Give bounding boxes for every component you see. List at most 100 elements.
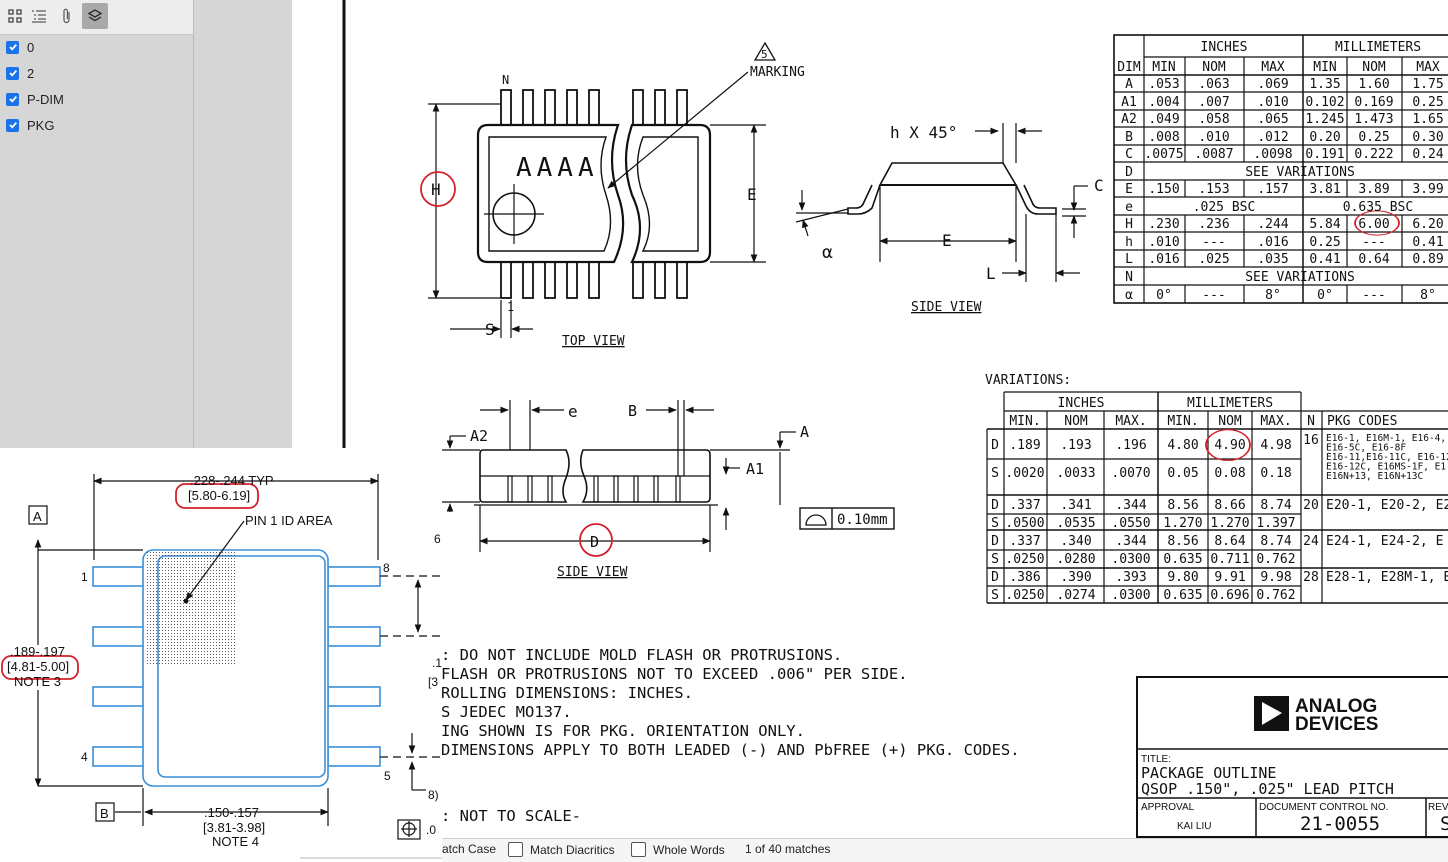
b-label: B <box>628 402 637 420</box>
dim-table-cell: .007 <box>1198 95 1229 110</box>
var-table-cell: 8.74 <box>1260 498 1291 513</box>
pkg-code-line: E28-1, E28M-1, E <box>1326 570 1448 585</box>
dim-table-header: MIN <box>1313 60 1336 75</box>
dim-table-cell: D <box>1125 165 1133 180</box>
dim-table-cell: 0.20 <box>1309 130 1340 145</box>
dim-table-cell: .0098 <box>1253 147 1292 162</box>
dim-table-cell: A2 <box>1121 112 1137 127</box>
dimensions-table <box>1113 34 1448 304</box>
outline-button[interactable] <box>26 3 52 29</box>
var-table-header: MIN. <box>1167 414 1198 429</box>
dim-table-cell: .157 <box>1257 182 1288 197</box>
checkbox-checked-icon[interactable] <box>6 92 19 106</box>
var-table-cell: 8.74 <box>1260 534 1291 549</box>
dim-table-cell: 0.89 <box>1412 252 1443 267</box>
var-table-cell: 0.696 <box>1210 588 1249 603</box>
var-table-cell: .189 <box>1009 438 1040 453</box>
dim-table-cell: B <box>1125 130 1133 145</box>
thumbnails-button[interactable] <box>2 3 28 29</box>
match-case-label: atch Case <box>442 842 497 856</box>
attachments-button[interactable] <box>54 3 80 29</box>
match-diacritics-checkbox[interactable] <box>508 842 523 857</box>
bottom-dim-value: .150-.157 <box>204 805 259 820</box>
var-table-cell: .196 <box>1115 438 1146 453</box>
var-table-cell: 0.762 <box>1256 588 1295 603</box>
dim-table-cell: .069 <box>1257 77 1288 92</box>
var-table-cell: .0300 <box>1111 588 1150 603</box>
logo-line-1: ANALOG <box>1295 696 1377 717</box>
dim-table-cell: 0.24 <box>1412 147 1443 162</box>
dim-table-cell: --- <box>1362 288 1385 303</box>
match-diacritics-label: Match Diacritics <box>530 842 615 857</box>
variations-table <box>986 391 1448 604</box>
var-table-cell: D <box>991 498 999 513</box>
var-table-cell: .193 <box>1060 438 1091 453</box>
var-table-cell: D <box>991 570 999 585</box>
layer-label: 2 <box>27 65 35 81</box>
var-table-cell: .0300 <box>1111 552 1150 567</box>
dim-table-cell: 0.41 <box>1309 252 1340 267</box>
approval-value: KAI LIU <box>1177 821 1211 832</box>
note-line: : DO NOT INCLUDE MOLD FLASH OR PROTRUSIO… <box>441 646 842 664</box>
layer-item[interactable]: P-DIM <box>6 88 64 110</box>
var-table-cell: .0020 <box>1005 466 1044 481</box>
pkg-code-line: E20-1, E20-2, E2 <box>1326 498 1448 513</box>
checkbox-checked-icon[interactable] <box>6 66 19 80</box>
var-table-cell: 0.711 <box>1210 552 1249 567</box>
pin-label: 1 <box>81 570 88 584</box>
var-table-cell: .0250 <box>1005 588 1044 603</box>
dim-table-cell: .010 <box>1198 130 1229 145</box>
dim-table-cell: 0.169 <box>1354 95 1393 110</box>
pkg-code-line: E24-1, E24-2, E <box>1326 534 1443 549</box>
var-table-cell: 0.08 <box>1214 466 1245 481</box>
dim-table-cell: 3.99 <box>1412 182 1443 197</box>
pin-label: 4 <box>81 750 88 764</box>
c-dim-label: C <box>1094 176 1104 195</box>
checkbox-checked-icon[interactable] <box>6 40 19 54</box>
var-table-cell: 1.270 <box>1163 516 1202 531</box>
left-dim-value: .189-.197 <box>10 644 65 659</box>
dim-table-cell: 0° <box>1156 288 1172 303</box>
dim-table-cell: .010 <box>1257 95 1288 110</box>
var-table-header: PKG CODES <box>1327 414 1397 429</box>
note-line: S JEDEC MO137. <box>441 703 572 721</box>
checkbox-checked-icon[interactable] <box>6 118 19 132</box>
match-diacritics-option[interactable]: Match Diacritics <box>508 842 615 857</box>
var-table-cell: 1.270 <box>1210 516 1249 531</box>
title-line-1: PACKAGE OUTLINE <box>1141 764 1276 782</box>
dim-table-cell: .012 <box>1257 130 1288 145</box>
dim-table-cell: h <box>1125 235 1133 250</box>
dim-table-cell: --- <box>1202 235 1225 250</box>
dim-table-cell: 0.222 <box>1354 147 1393 162</box>
whole-words-checkbox[interactable] <box>631 842 646 857</box>
var-table-cell: 4.80 <box>1167 438 1198 453</box>
dim-table-cell: .0087 <box>1194 147 1233 162</box>
layer-item[interactable]: 2 <box>6 62 34 84</box>
top-dim-highlight <box>175 483 259 509</box>
notes: : DO NOT INCLUDE MOLD FLASH OR PROTRUSIO… <box>441 646 1020 825</box>
dim-table-cell: 0.191 <box>1305 147 1344 162</box>
layers-button[interactable] <box>82 3 108 29</box>
doc-control-label: DOCUMENT CONTROL NO. <box>1259 802 1388 813</box>
find-bar: atch Case Match Diacritics Whole Words 1… <box>442 838 1448 862</box>
dim-table-cell: 3.89 <box>1358 182 1389 197</box>
dim-table-cell: .053 <box>1148 77 1179 92</box>
logo-line-2: DEVICES <box>1295 714 1378 735</box>
dim-table-cell: 0.25 <box>1412 95 1443 110</box>
analog-devices-logo: ANALOG DEVICES <box>1254 696 1378 735</box>
dim-table-cell: .008 <box>1148 130 1179 145</box>
layer-item[interactable]: PKG <box>6 114 54 136</box>
layer-item[interactable]: 0 <box>6 36 34 58</box>
note-line: ROLLING DIMENSIONS: INCHES. <box>441 684 693 702</box>
var-table-cell: 0.635 <box>1163 588 1202 603</box>
title-block <box>1136 676 1448 838</box>
note-line: FLASH OR PROTRUSIONS NOT TO EXCEED .006"… <box>441 665 908 683</box>
top-dim-value: .228-.244 TYP <box>190 473 274 488</box>
dim-table-header: DIM <box>1117 60 1141 75</box>
var-table-cell: 8.56 <box>1167 534 1198 549</box>
whole-words-option[interactable]: Whole Words <box>631 842 725 857</box>
dim-table-cell: 8° <box>1420 288 1436 303</box>
var-table-header: NOM <box>1218 414 1242 429</box>
match-case-option[interactable]: atch Case <box>442 842 496 856</box>
